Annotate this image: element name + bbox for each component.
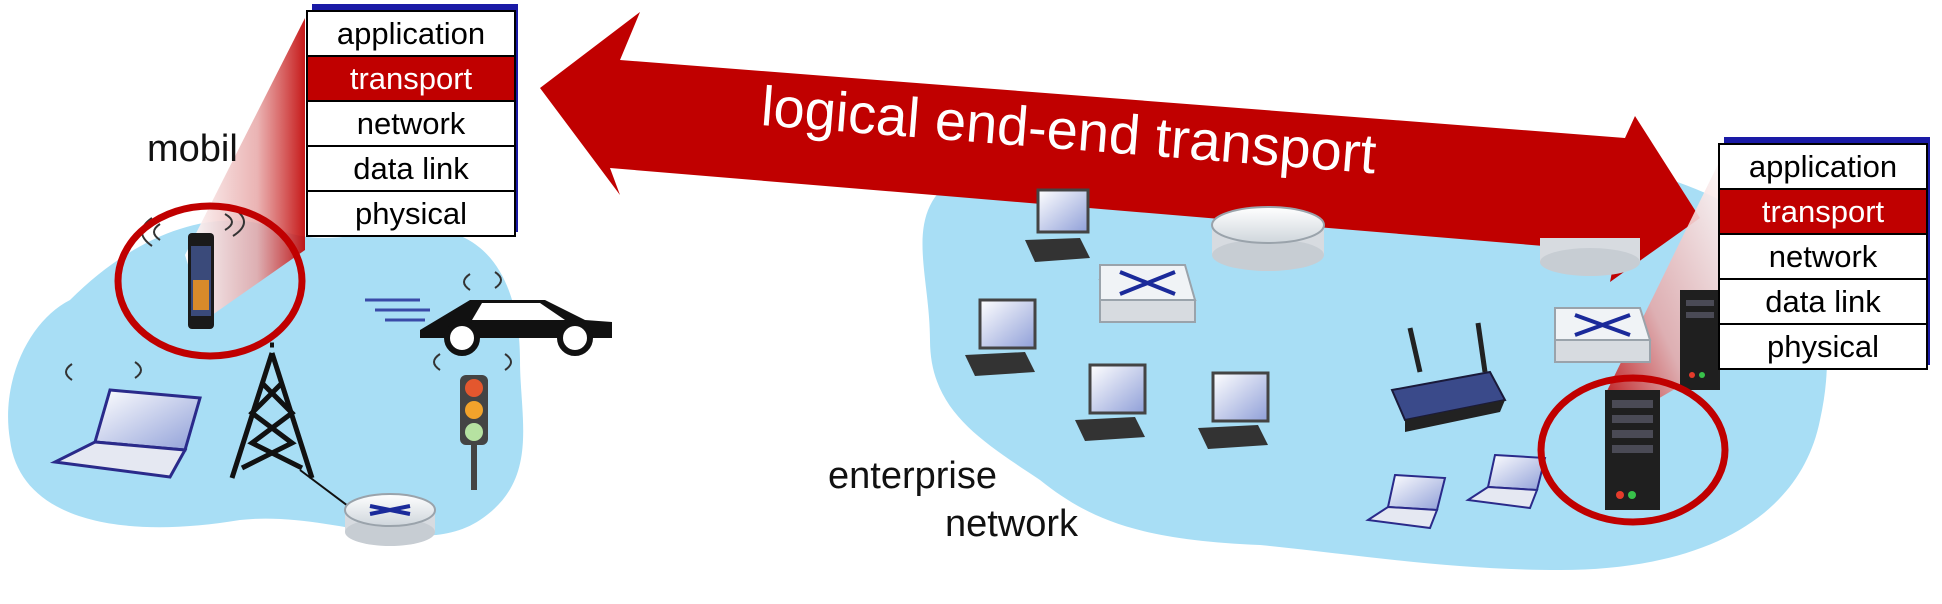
layer-data-link: data link	[1720, 278, 1926, 323]
enterprise-network-label-line1: enterprise	[828, 455, 997, 497]
enterprise-network-label-line2: network	[945, 503, 1079, 545]
enterprise-host-highlight-circle	[1537, 374, 1729, 526]
switch-icon	[1554, 307, 1652, 363]
layer-transport: transport	[308, 55, 514, 100]
layer-application: application	[308, 12, 514, 55]
mobile-network-label: mobil	[147, 128, 238, 170]
layer-physical: physical	[1720, 323, 1926, 368]
laptop-icon	[1365, 473, 1447, 530]
desktop-icon	[1075, 363, 1147, 441]
laptop-icon	[49, 361, 202, 479]
layer-transport: transport	[1720, 188, 1926, 233]
traffic-light-icon	[433, 353, 512, 490]
left-stack-beam	[185, 18, 305, 320]
layer-data-link: data link	[308, 145, 514, 190]
server-icon	[1605, 390, 1660, 510]
car-icon	[365, 271, 612, 356]
router-icon	[1540, 238, 1640, 276]
desktop-icon	[1198, 371, 1270, 449]
layer-network: network	[308, 100, 514, 145]
switch-icon	[1098, 264, 1197, 323]
layer-network: network	[1720, 233, 1926, 278]
layer-physical: physical	[308, 190, 514, 235]
wireless-router-icon	[1390, 322, 1507, 432]
stack-layers: application transport network data link …	[306, 10, 516, 237]
laptop-icon	[1465, 453, 1547, 510]
router-icon	[1211, 206, 1325, 271]
layer-application: application	[1720, 145, 1926, 188]
stack-layers: application transport network data link …	[1718, 143, 1928, 370]
logical-transport-arrow	[540, 12, 1700, 282]
mobile-host-highlight-circle	[114, 202, 306, 360]
router-icon	[344, 493, 436, 546]
server-icon	[1680, 290, 1720, 390]
desktop-icon	[965, 298, 1037, 376]
desktop-icon	[1025, 188, 1090, 262]
